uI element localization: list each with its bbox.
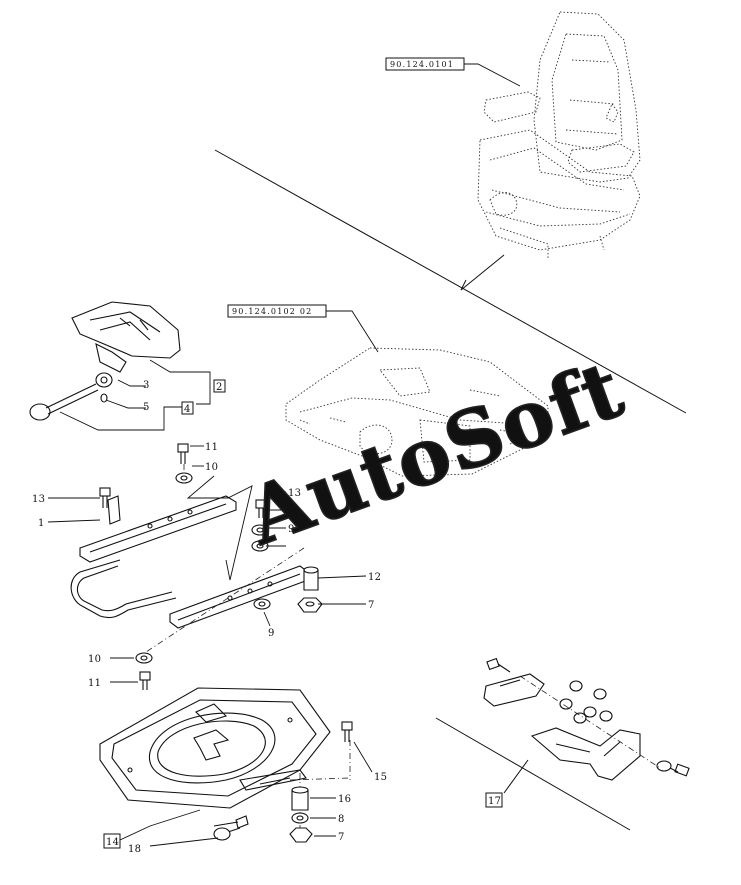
callout-7-lower: 7: [338, 832, 345, 843]
callout-8-upper: 8: [288, 506, 295, 517]
callout-9-lower: 9: [268, 628, 275, 639]
callout-12: 12: [368, 572, 381, 583]
release-bar: [70, 559, 177, 619]
boxed-callout-14: 14: [103, 833, 121, 849]
callout-7-upper: 7: [368, 600, 375, 611]
seat-assembly-drawing: [477, 11, 641, 258]
callout-3: 3: [143, 380, 150, 391]
bracket-leaders: [59, 359, 226, 431]
boxed-callout-17: 17: [485, 792, 503, 808]
callout-10-lower: 10: [88, 654, 101, 665]
callout-leaders: [47, 445, 373, 847]
callout-11-lower: 11: [88, 678, 101, 689]
swivel-plate-drawing: [99, 687, 331, 841]
seat-belt-kit-drawing: [483, 657, 690, 781]
slide-rail-upper: [79, 495, 237, 563]
callout-1: 1: [38, 518, 45, 529]
callout-14: 14: [106, 837, 119, 848]
adjuster-knob-part: [29, 372, 113, 421]
callout-16: 16: [338, 794, 351, 805]
reference-label-seat-assembly: 90.124.0101: [390, 60, 454, 69]
callout-8-lower: 8: [338, 814, 345, 825]
callout-18: 18: [128, 844, 141, 855]
callout-11-top: 11: [205, 442, 218, 453]
callout-5: 5: [143, 402, 150, 413]
callout-13-right: 13: [288, 488, 301, 499]
hardware-column: [99, 443, 323, 690]
reference-label-seat-base: 90.124.0102 02: [232, 307, 312, 316]
callout-9-upper: 9: [288, 524, 295, 535]
callout-13-left: 13: [32, 494, 45, 505]
callout-4: 4: [184, 404, 191, 415]
separator-lines: [214, 149, 687, 831]
reference-seat-base: 90.124.0102 02: [227, 304, 379, 353]
seat-base-drawing: [285, 347, 549, 477]
swivel-hardware: [289, 721, 353, 843]
callout-10-top: 10: [205, 462, 218, 473]
cushion-bracket-part: [71, 301, 181, 373]
reference-seat-assembly: 90.124.0101: [385, 57, 521, 87]
callout-2: 2: [216, 382, 223, 393]
callout-17: 17: [488, 796, 501, 807]
slide-rail-lower: [169, 565, 309, 629]
watermark-text: AutoSoft: [235, 344, 635, 564]
callout-labels: 3 5 4 2 11 10 13 1 13 8 9 12 7 9 10 11 1…: [32, 380, 387, 855]
callout-15: 15: [374, 772, 387, 783]
